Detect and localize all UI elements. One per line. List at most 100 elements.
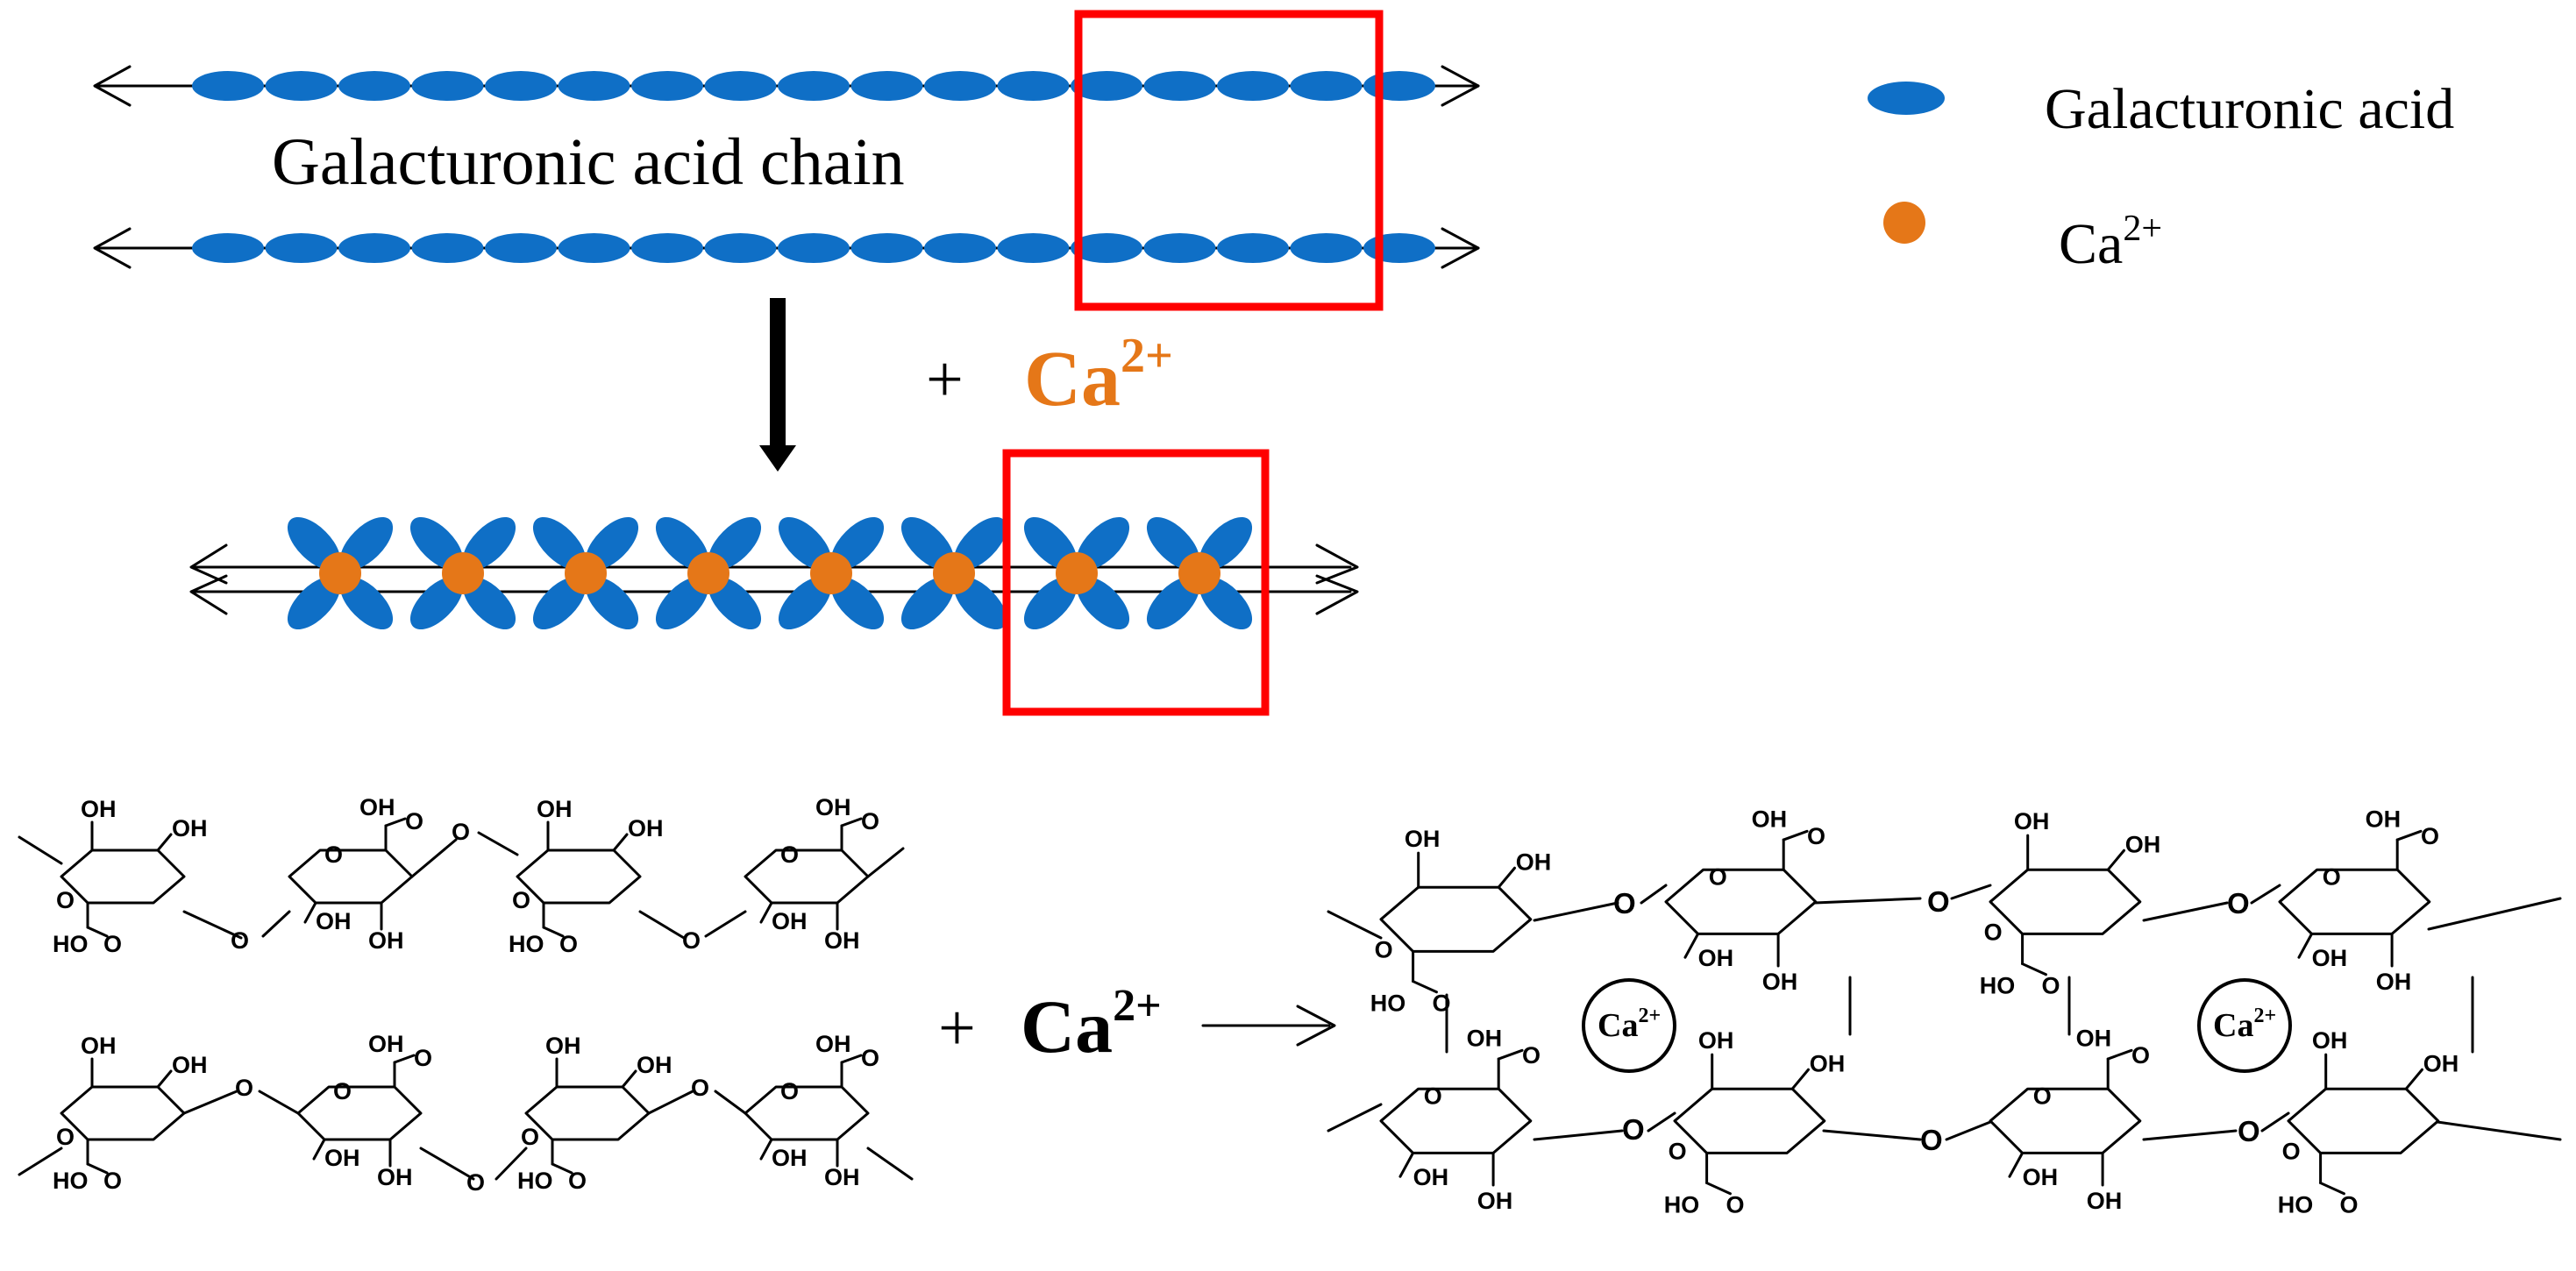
atom-label: OH [1762,969,1798,995]
galacturonic-acid-bead [1071,233,1142,263]
calcium-ion-label: Ca2+ [1598,1005,1661,1044]
galacturonic-acid-bead [953,576,1007,630]
atom-label: O [2421,823,2439,849]
bond [866,847,905,878]
ring-oxygen: O [56,887,75,913]
atom-label: O [2340,1192,2359,1218]
atom-label: OH [2076,1025,2112,1051]
atom-label: OH [1477,1188,1513,1214]
galacturonic-acid-bead [485,71,557,101]
atom-label: OH [1810,1051,1846,1077]
atom-label: OH [1467,1025,1503,1051]
galacturonic-acid-bead [192,71,264,101]
galacturonic-acid-bead [1290,233,1363,263]
atom-label: O [559,931,578,957]
ring-oxygen: O [780,841,799,868]
galacturonic-acid-bead [778,233,850,263]
bond [1327,910,1383,940]
galacturonic-acid-bead [1071,71,1142,101]
bond [1822,1129,1922,1141]
atom-label: O [1807,823,1825,849]
galacturonic-acid-bead [287,516,341,571]
bond [156,833,173,852]
bond [840,817,863,827]
ring-oxygen: O [2323,863,2341,890]
ring-bond [60,1085,186,1141]
calcium-label-bottom: Ca2+ [1021,981,1162,1069]
bond [1327,1103,1383,1133]
galacturonic-acid-bead [558,71,630,101]
bond [18,1147,63,1176]
ring-bond [744,1085,870,1141]
galacturonic-acid-bead [585,576,639,630]
bond [2021,962,2047,976]
ring-bond [1379,885,1533,953]
galacturonic-acid-bead [411,71,484,101]
plus-sign-top: + [926,343,964,416]
atom-label: OH [1405,826,1441,852]
galacturonic-acid-bead [708,576,762,630]
glycosidic-oxygen: O [1927,885,1950,918]
chain-2-beads [192,233,1435,263]
bond [2319,1182,2345,1196]
atom-label: OH [772,1145,808,1171]
bond [303,901,317,924]
bond [156,1069,173,1089]
atom-label: OH [545,1033,581,1059]
bond [1497,1048,1524,1061]
reaction-arrow [1201,1005,1336,1047]
ring-bond [1989,1087,2142,1154]
atom-label: OH [2087,1188,2123,1214]
bond [410,838,458,878]
atom-label: O [414,1045,432,1071]
ring-bond [1664,868,1818,935]
bond [495,1147,528,1181]
atom-label: OH [2376,969,2412,995]
ring-bond [2287,1087,2440,1154]
atom-label: OH [815,794,851,820]
galacturonic-acid-bead [485,233,557,263]
galacturonic-acid-bead [1199,516,1253,571]
calcium-label-top: Ca2+ [1024,329,1173,422]
galacturonic-acid-bead [1146,516,1200,571]
atom-label: HO [517,1168,553,1194]
galacturonic-acid-bead [830,576,885,630]
calcium-ion-dot [1178,552,1220,594]
ring-oxygen: O [1375,937,1393,963]
ring-oxygen: O [521,1124,539,1150]
atom-label: OH [1516,849,1552,876]
galacturonic-acid-bead [265,233,338,263]
atom-label: OH [81,1033,117,1059]
ring-oxygen: O [1424,1083,1442,1109]
ring-oxygen: O [324,841,343,868]
egg-box-chain [189,516,1359,630]
bond [182,910,243,940]
atom-label: OH [2125,832,2161,858]
atom-label: O [103,931,122,957]
atom-label: OH [2023,1164,2059,1190]
bond [1647,1111,1676,1133]
galacturonic-acid-bead [924,233,996,263]
bond [1533,901,1619,922]
atom-label: OH [637,1052,672,1078]
calcium-ion: Ca2+ [1582,978,1676,1073]
galacturonic-acid-bead [1143,233,1216,263]
galacturonic-acid-bead [655,516,709,571]
galacturonic-acid-bead [953,516,1007,571]
atom-label: OH [2014,808,2050,834]
glycosidic-oxygen: O [466,1169,485,1196]
ring-bond [516,849,642,905]
ring-oxygen: O [2033,1083,2052,1109]
bond [840,1054,863,1064]
galacturonic-acid-bead [778,71,850,101]
galacturonic-acid-bead [900,576,955,630]
glycosidic-oxygen: O [691,1075,709,1101]
galacturonic-acid-bead [1363,233,1435,263]
bond [1945,1120,1992,1141]
top-schematic: Galacturonic acid chain + Ca2+ [93,10,1480,716]
calcium-ion-symbol: Ca [2213,1007,2253,1044]
galacturonic-acid-bead [1363,71,1435,101]
calcium-ion-dot [933,552,975,594]
ring-oxygen: O [512,887,530,913]
